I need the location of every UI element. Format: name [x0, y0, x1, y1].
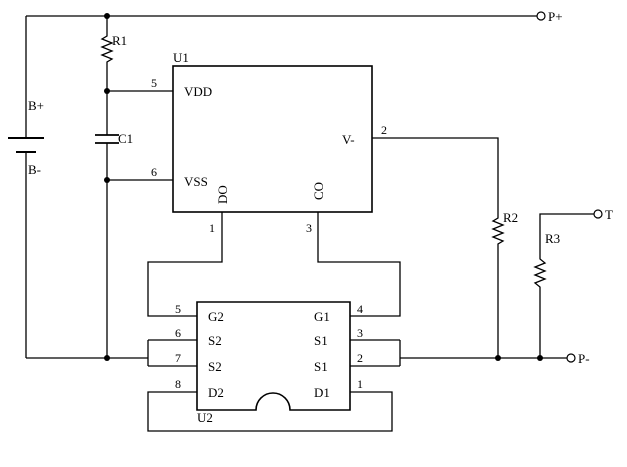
- label-r1: R1: [112, 33, 127, 48]
- label-t: T: [605, 207, 613, 222]
- label-do: DO: [215, 185, 230, 204]
- label-d2: D2: [208, 385, 224, 400]
- ic-u2: [196, 301, 351, 411]
- pin-u1-co: 3: [306, 221, 312, 235]
- label-v-minus: V-: [342, 132, 355, 147]
- pin-u2-5: 5: [175, 302, 181, 316]
- pin-u1-vdd: 5: [151, 76, 157, 90]
- label-s1-b: S1: [314, 359, 328, 374]
- pin-u2-6: 6: [175, 326, 181, 340]
- label-vss: VSS: [184, 174, 208, 189]
- battery: [8, 16, 44, 358]
- label-r3: R3: [545, 231, 560, 246]
- pin-u2-3: 3: [357, 326, 363, 340]
- label-u1: U1: [173, 50, 189, 65]
- wire-r3-t: [533, 213, 594, 358]
- wire-co-g1: [317, 212, 401, 317]
- pin-u2-4: 4: [357, 302, 363, 316]
- pin-u1-do: 1: [209, 221, 215, 235]
- pin-u2-1: 1: [357, 377, 363, 391]
- wire-vminus-r2: [372, 137, 505, 358]
- junction-bottom-left: [104, 355, 110, 361]
- label-u2: U2: [197, 410, 213, 425]
- label-p-plus: P+: [548, 9, 563, 24]
- terminal-p-plus[interactable]: [536, 11, 546, 21]
- resistor-r1: [100, 16, 114, 91]
- junction-r2: [495, 355, 501, 361]
- wire-do-g2: [147, 212, 223, 317]
- pin-u2-7: 7: [175, 351, 181, 365]
- pin-u2-8: 8: [175, 377, 181, 391]
- label-s1-a: S1: [314, 333, 328, 348]
- label-s2-b: S2: [208, 359, 222, 374]
- pin-u1-vss: 6: [151, 165, 157, 179]
- label-s2-a: S2: [208, 333, 222, 348]
- label-co: CO: [311, 182, 326, 200]
- terminal-t[interactable]: [593, 209, 603, 219]
- label-p-minus: P-: [578, 351, 590, 366]
- wire-d2-d1: [147, 391, 393, 432]
- label-d1: D1: [314, 385, 330, 400]
- label-r2: R2: [503, 210, 518, 225]
- junction-r3: [537, 355, 543, 361]
- label-g2: G2: [208, 309, 224, 324]
- label-g1: G1: [314, 309, 330, 324]
- label-b-minus: B-: [28, 162, 41, 177]
- pin-u2-2: 2: [357, 351, 363, 365]
- label-c1: C1: [118, 131, 133, 146]
- pin-u1-vminus: 2: [381, 123, 387, 137]
- label-vdd: VDD: [184, 84, 212, 99]
- terminal-p-minus[interactable]: [566, 353, 576, 363]
- ic-u1: [172, 65, 373, 213]
- label-b-plus: B+: [28, 98, 44, 113]
